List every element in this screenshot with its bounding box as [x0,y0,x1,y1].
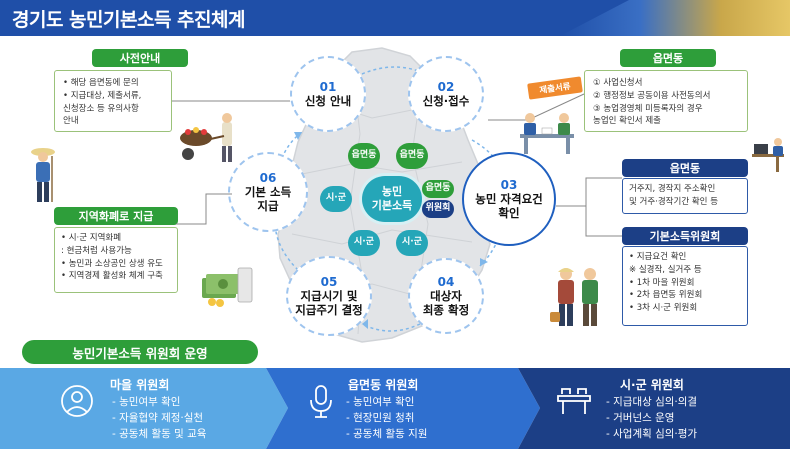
eupmyeon-committee-item: - 농민여부 확인 [346,396,415,408]
local-currency-item: • 지역경제 활성화 체계 구축 [61,271,163,282]
village-committee-title: 마을 위원회 [110,378,170,392]
local-currency-item: • 농민과 소상공인 상생 유도 [61,258,163,269]
meeting-table-icon [557,388,591,414]
inner-node-sigun-bl: 시·군 [348,230,380,256]
committee-box: • 지급요건 확인 ※ 실경작, 실거주 등 • 1차 마을 위원회 • 2차 … [622,246,748,326]
center-hub-label: 농민 기본소득 [371,185,413,212]
step-number: 03 [500,177,518,192]
sigun-committee: 시·군 위원회 - 지급대상 심의·의결 - 거버넌스 운영 - 사업계획 심의… [518,368,790,449]
step-number: 05 [320,274,338,289]
committee-box-title: 기본소득위원회 [622,227,748,245]
eup-check-box: 거주지, 경작지 주소확인 및 거주·경작기간 확인 등 [622,178,748,214]
local-currency-box: • 시·군 지역화폐 : 현금처럼 사용가능 • 농민과 소상공인 상생 유도 … [54,227,178,293]
step-label: 지급시기 및 지급주기 결정 [295,288,363,317]
sigun-committee-item: - 지급대상 심의·의결 [606,396,698,408]
page-title: 경기도 농민기본소득 추진체계 [12,9,245,31]
local-currency-item: • 시·군 지역화폐 : 현금처럼 사용가능 [61,233,132,256]
step-number: 06 [259,170,277,185]
village-committee: 마을 위원회 - 농민여부 확인 - 자율협약 제정·실천 - 공동체 활동 및… [0,368,266,449]
sigun-committee-title: 시·군 위원회 [620,378,684,392]
connector-line [172,100,290,102]
local-currency-title: 지역화폐로 지급 [54,207,178,225]
inner-node-label: 읍면동 [399,150,425,161]
pre-guide-title: 사전안내 [92,49,188,67]
inner-node-label: 시·군 [326,193,346,204]
committee-box-item: • 3차 시·군 위원회 [629,303,698,313]
eup-check-item: 거주지, 경작지 주소확인 [629,184,716,194]
connector-line [176,193,232,225]
step-label: 대상자 최종 확정 [422,288,470,317]
inner-node-eupmyeon-tr: 읍면동 [396,143,428,169]
office-worker-icon [752,138,784,172]
inner-node-eupmyeon-right: 읍면동 [422,180,454,198]
eup-check-title: 읍면동 [622,159,748,177]
sigun-committee-item: - 거버넌스 운영 [606,412,675,424]
farmer-couple-icon [550,268,598,326]
eupmyeon-committee: 읍면동 위원회 - 농민여부 확인 - 현장민원 청취 - 공동체 활동 지원 [266,368,518,449]
eupmyeon-committee-item: - 공동체 활동 지원 [346,428,428,440]
step-04-circle: 04 대상자 최종 확정 [408,258,484,334]
inner-node-committee-right: 위원회 [422,200,454,218]
user-icon [61,385,93,417]
eup-check-item: 및 거주·경작기간 확인 등 [629,196,719,207]
inner-node-label: 위원회 [425,203,451,214]
eup-submit-title: 읍면동 [620,49,716,67]
farmer-wheelbarrow-icon [180,113,232,162]
pre-guide-item: • 지급대상, 제출서류, 신청장소 등 유의사항 안내 [63,90,142,127]
committee-box-item: • 2차 읍면동 위원회 [629,290,703,301]
header-bar: 경기도 농민기본소득 추진체계 [0,0,790,36]
eupmyeon-committee-title: 읍면동 위원회 [348,378,419,392]
inner-node-label: 시·군 [354,237,374,248]
pre-guide-box: • 해당 읍면동에 문의 • 지급대상, 제출서류, 신청장소 등 유의사항 안… [54,70,172,132]
committee-section-title: 농민기본소득 위원회 운영 [22,340,258,364]
step-02-circle: 02 신청·접수 [408,56,484,132]
eupmyeon-committee-item: - 현장민원 청취 [346,412,415,424]
step-label: 신청·접수 [422,93,470,108]
step-number: 01 [319,79,337,94]
pre-guide-item: • 해당 읍면동에 문의 [63,78,139,88]
village-committee-item: - 공동체 활동 및 교육 [112,428,207,440]
step-05-circle: 05 지급시기 및 지급주기 결정 [286,256,372,336]
microphone-icon [310,385,332,418]
committee-box-item: • 1차 마을 위원회 [629,277,695,288]
inner-node-eupmyeon-tl: 읍면동 [348,143,380,169]
step-06-circle: 06 기본 소득 지급 [228,152,308,232]
village-committee-item: - 자율협약 제정·실천 [112,412,204,424]
eup-submit-item: ① 사업신청서 [593,78,643,88]
connector-line [556,177,622,237]
eup-submit-item: ③ 농업경영체 미등록자의 경우 농업인 확인서 제출 [593,103,703,127]
step-label: 기본 소득 지급 [244,184,292,213]
step-label: 신청 안내 [304,93,352,108]
inner-node-label: 시·군 [402,237,422,248]
center-hub: 농민 기본소득 [362,176,422,222]
money-stack-icon [202,267,253,307]
inner-node-sigun-left: 시·군 [320,186,352,212]
inner-node-sigun-br: 시·군 [396,230,428,256]
sigun-committee-item: - 사업계획 심의·평가 [606,428,698,440]
step-number: 02 [437,79,455,94]
village-committee-item: - 농민여부 확인 [112,396,181,408]
eup-submit-item: ② 행정정보 공동이용 사전동의서 [593,90,711,101]
inner-node-label: 읍면동 [351,150,377,161]
step-number: 04 [437,274,455,289]
header-gold-accent [560,0,790,36]
committee-box-item: • 지급요건 확인 ※ 실경작, 실거주 등 [629,252,702,275]
step-03-circle: 03 농민 자격요건 확인 [462,152,556,246]
inner-node-label: 읍면동 [425,183,451,194]
office-desk-icon [520,113,574,154]
step-01-circle: 01 신청 안내 [290,56,366,132]
inner-node-group-right: 읍면동 위원회 [422,180,454,218]
farmer-figure-icon [31,148,55,202]
step-label: 농민 자격요건 확인 [475,191,543,220]
eup-submit-box: ① 사업신청서 ② 행정정보 공동이용 사전동의서 ③ 농업경영체 미등록자의 … [584,70,748,132]
